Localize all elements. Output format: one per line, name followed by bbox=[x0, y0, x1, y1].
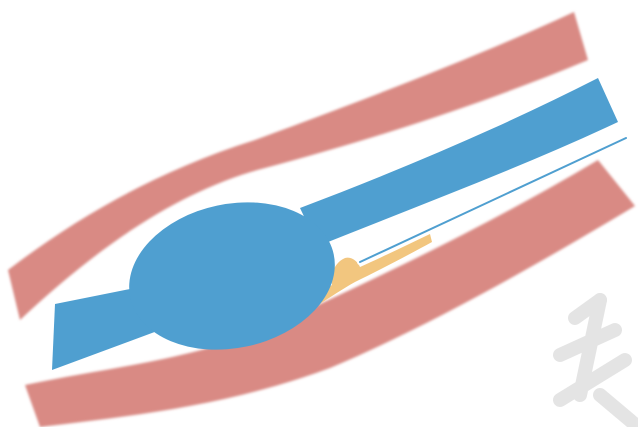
watermark bbox=[560, 300, 638, 427]
